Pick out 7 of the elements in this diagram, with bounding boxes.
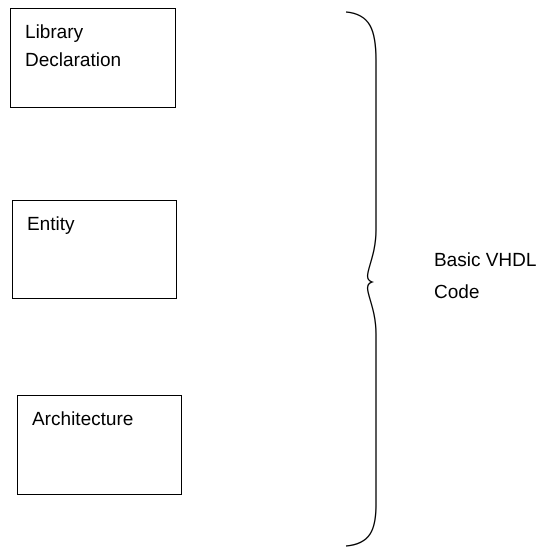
box-label: Architecture (32, 408, 134, 432)
box-label: Library Declaration (25, 21, 122, 73)
process-box (12, 200, 177, 299)
brace-label: Basic VHDL Code (434, 249, 537, 305)
process-box (10, 8, 176, 108)
process-box (17, 395, 182, 495)
box-label: Entity (27, 213, 76, 237)
